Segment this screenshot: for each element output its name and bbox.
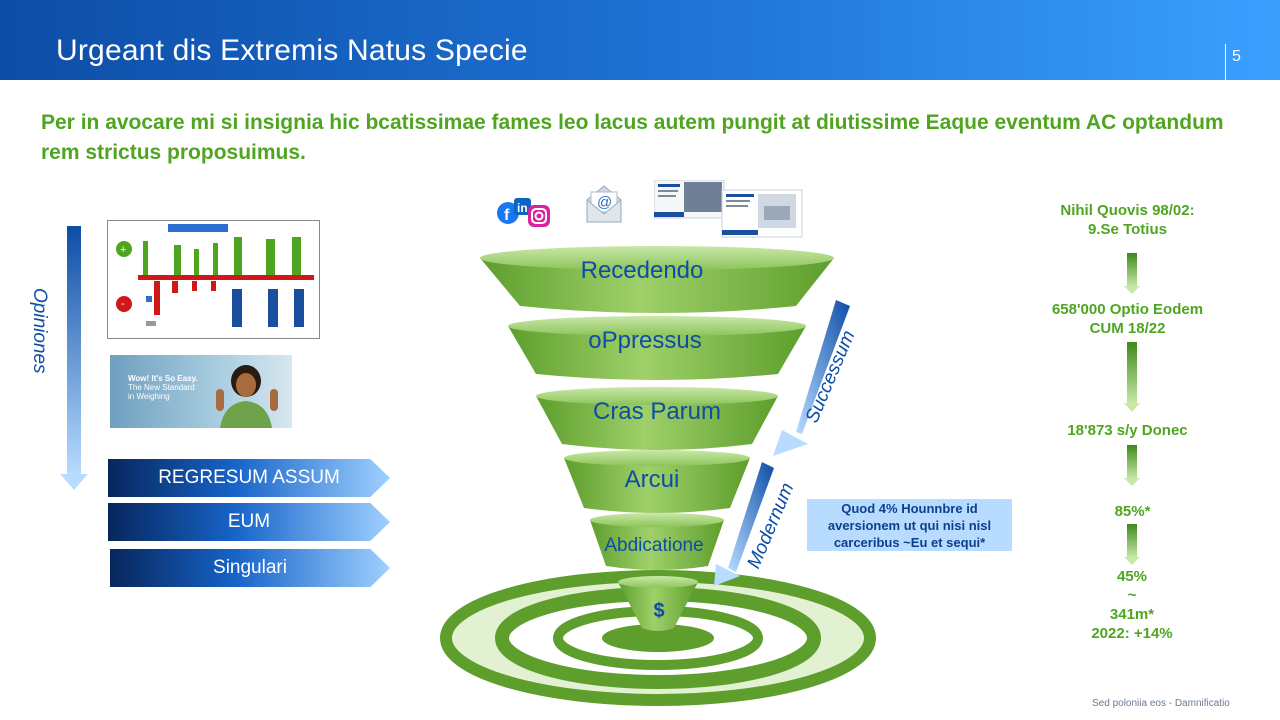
timeline-down-arrows <box>1124 253 1140 565</box>
timeline-item-1: Nihil Quovis 98/02: 9.Se Totius <box>1040 201 1215 239</box>
smiling-person-image <box>216 365 278 428</box>
funnel-level-4: Arcui <box>625 466 680 493</box>
timeline-item-5-line-2: ~ <box>1127 587 1137 604</box>
weighing-ad-thumbnail: Wow! It's So Easy. The New Standard in W… <box>110 355 292 428</box>
timeline-item-1-line-2: 9.Se Totius <box>1088 221 1167 238</box>
timeline-item-4-line-1: 85%* <box>1114 503 1151 520</box>
funnel-tip-dollar <box>618 576 698 588</box>
modernum-arrow <box>714 462 774 586</box>
chevron-eum: EUM <box>108 503 390 541</box>
funnel-level-6: $ <box>653 600 664 622</box>
timeline-item-5: 45% ~ 341m* 2022: +14% <box>1062 567 1202 643</box>
timeline-item-5-line-4: 2022: +14% <box>1091 625 1173 642</box>
svg-text:in: in <box>517 201 528 215</box>
ad-line-3: in Weighing <box>128 392 170 401</box>
brochure-thumbnails <box>654 180 803 238</box>
timeline-item-5-line-3: 341m* <box>1109 606 1155 623</box>
footer-text: Sed poloniia eos - Damnificatio <box>1092 698 1230 709</box>
timeline-item-2: 658'000 Optio Eodem CUM 18/22 <box>1040 300 1215 338</box>
funnel-band-arcui <box>564 450 750 466</box>
email-icon: @ <box>586 185 622 223</box>
opinions-label: Opiniones <box>29 288 50 374</box>
sales-funnel: Recedendo oPpressus Cras Parum Arcui Abd… <box>440 246 876 706</box>
social-media-icons: f in <box>497 198 550 227</box>
funnel-band-abdicatione <box>590 513 724 527</box>
chevron-regresum-assum: REGRESUM ASSUM <box>108 459 390 497</box>
page-number-divider <box>1225 44 1226 80</box>
ad-headline: Wow! It's So Easy. <box>128 374 198 383</box>
timeline-item-2-line-1: 658'000 Optio Eodem <box>1051 301 1204 318</box>
funnel-level-2: oPpressus <box>588 327 701 354</box>
timeline-item-1-line-1: Nihil Quovis 98/02: <box>1060 202 1195 219</box>
svg-text:-: - <box>121 298 125 310</box>
slide-subtitle: Per in avocare mi si insignia hic bcatis… <box>41 111 1224 164</box>
svg-text:@: @ <box>597 194 612 211</box>
timeline-item-2-line-2: CUM 18/22 <box>1089 320 1166 337</box>
facebook-icon <box>497 202 519 224</box>
header-bar <box>0 0 1280 80</box>
chevron-singulari: Singulari <box>110 549 390 587</box>
linkedin-icon <box>514 198 531 215</box>
timeline-item-3: 18'873 s/y Donec <box>1040 421 1215 440</box>
timeline-item-3-line-1: 18'873 s/y Donec <box>1067 422 1188 439</box>
down-arrow-opinions <box>60 226 88 490</box>
funnel-level-3: Cras Parum <box>593 398 721 425</box>
timeline-slide-thumbnail: + - <box>107 220 320 339</box>
funnel-note-box: Quod 4% Hounnbre id aversionem ut qui ni… <box>807 499 1012 551</box>
svg-text:f: f <box>504 207 510 224</box>
timeline-item-5-line-1: 45% <box>1116 568 1148 585</box>
timeline-item-4: 85%* <box>1090 502 1175 521</box>
funnel-band-oppressus <box>508 316 806 336</box>
funnel-level-5: Abdicatione <box>604 535 703 556</box>
funnel-level-1: Recedendo <box>581 257 704 284</box>
page-title: Urgeant dis Extremis Natus Specie <box>56 34 528 67</box>
page-number: 5 <box>1232 48 1241 65</box>
funnel-side-arrows <box>773 300 850 456</box>
ad-line-2: The New Standard <box>128 383 195 392</box>
svg-text:+: + <box>120 244 126 256</box>
funnel-band-cras-parum <box>536 387 778 405</box>
funnel-band-recedendo <box>480 246 834 270</box>
